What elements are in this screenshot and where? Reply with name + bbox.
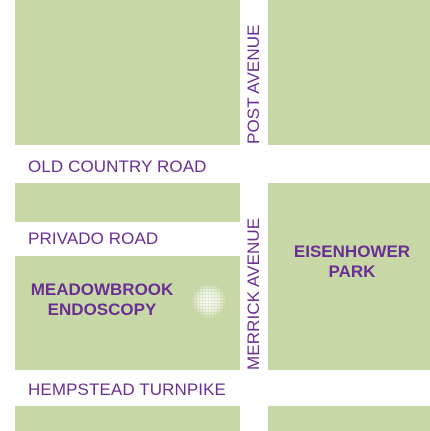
meadowbrook-endoscopy-label-line-1: MEADOWBROOK bbox=[30, 280, 174, 299]
block-south-east bbox=[268, 406, 430, 431]
privado-road-label: PRIVADO ROAD bbox=[28, 229, 159, 248]
eisenhower-park-label: EISENHOWER PARK bbox=[282, 242, 422, 282]
post-avenue-label: POST AVENUE bbox=[244, 24, 263, 144]
old-country-road-label: OLD COUNTRY ROAD bbox=[28, 157, 207, 176]
block-east-park bbox=[268, 183, 430, 370]
merrick-avenue-label: MERRICK AVENUE bbox=[244, 217, 263, 370]
location-marker-icon[interactable] bbox=[190, 282, 228, 320]
meadowbrook-endoscopy-label-line-2: ENDOSCOPY bbox=[47, 300, 157, 319]
block-northeast bbox=[268, 0, 430, 145]
meadowbrook-endoscopy-label[interactable]: MEADOWBROOK ENDOSCOPY bbox=[22, 280, 182, 320]
block-northwest bbox=[15, 0, 240, 145]
location-marker-graphic bbox=[191, 283, 227, 319]
eisenhower-park-label-line-1: EISENHOWER bbox=[293, 242, 411, 261]
block-west-middle bbox=[15, 183, 240, 222]
block-south-west bbox=[15, 406, 240, 431]
marker-grid bbox=[191, 283, 227, 319]
hempstead-turnpike-label: HEMPSTEAD TURNPIKE bbox=[28, 380, 226, 399]
eisenhower-park-label-line-2: PARK bbox=[328, 262, 376, 281]
